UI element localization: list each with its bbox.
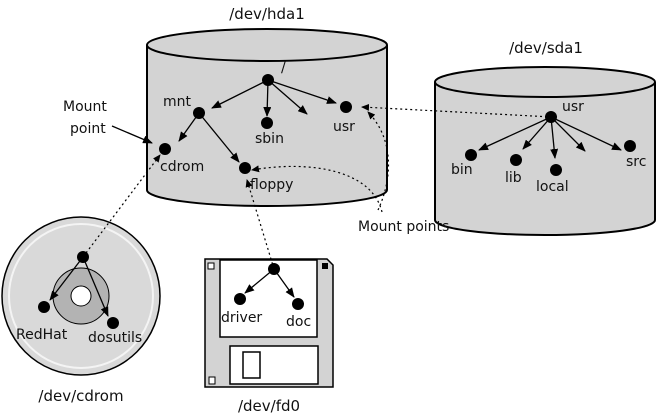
node-dosutils	[107, 317, 119, 329]
node-lib	[510, 154, 522, 166]
mount-connectors	[82, 103, 553, 270]
node-mnt	[193, 107, 205, 119]
label-dev-sda1: /dev/sda1	[509, 39, 583, 57]
cdrom-edges	[49, 256, 109, 317]
mount-point-arrow	[111, 125, 153, 144]
label-local: local	[536, 179, 569, 195]
node-local	[550, 164, 562, 176]
label-dev-fd0: /dev/fd0	[238, 397, 300, 415]
node-cdrom	[159, 143, 171, 155]
label-doc: doc	[286, 314, 311, 330]
node-sbin	[261, 117, 273, 129]
node-cdrom-root	[77, 251, 89, 263]
sda1-edges	[478, 116, 622, 159]
label-src: src	[626, 154, 646, 170]
label-usr-sda1: usr	[562, 99, 584, 115]
node-root	[262, 74, 274, 86]
label-bin: bin	[451, 162, 473, 178]
node-bin	[465, 149, 477, 161]
node-floppy	[239, 162, 251, 174]
label-lib: lib	[505, 170, 522, 186]
label-root: /	[281, 60, 286, 76]
label-dev-cdrom: /dev/cdrom	[38, 387, 123, 405]
node-doc	[292, 298, 304, 310]
annotation-mount-points: Mount points	[358, 219, 449, 235]
node-src	[624, 140, 636, 152]
label-floppy: floppy	[250, 177, 293, 193]
sda1-disk	[434, 66, 656, 236]
label-driver: driver	[221, 310, 262, 326]
node-usr-hda1	[340, 101, 352, 113]
node-driver	[234, 293, 246, 305]
label-redhat: RedHat	[16, 327, 68, 343]
node-redhat	[38, 301, 50, 313]
label-cdrom: cdrom	[160, 159, 204, 175]
label-sbin: sbin	[255, 131, 284, 147]
cdrom-disc	[1, 216, 161, 376]
label-mnt: mnt	[163, 94, 192, 110]
annotation-mount-point-line2: point	[70, 121, 106, 137]
label-dosutils: dosutils	[88, 330, 142, 346]
annotation-mount-point-line1: Mount	[63, 99, 107, 115]
node-fd0-root	[268, 263, 280, 275]
node-usr-sda1	[545, 111, 557, 123]
label-usr-hda1: usr	[333, 119, 355, 135]
label-dev-hda1: /dev/hda1	[229, 5, 305, 23]
